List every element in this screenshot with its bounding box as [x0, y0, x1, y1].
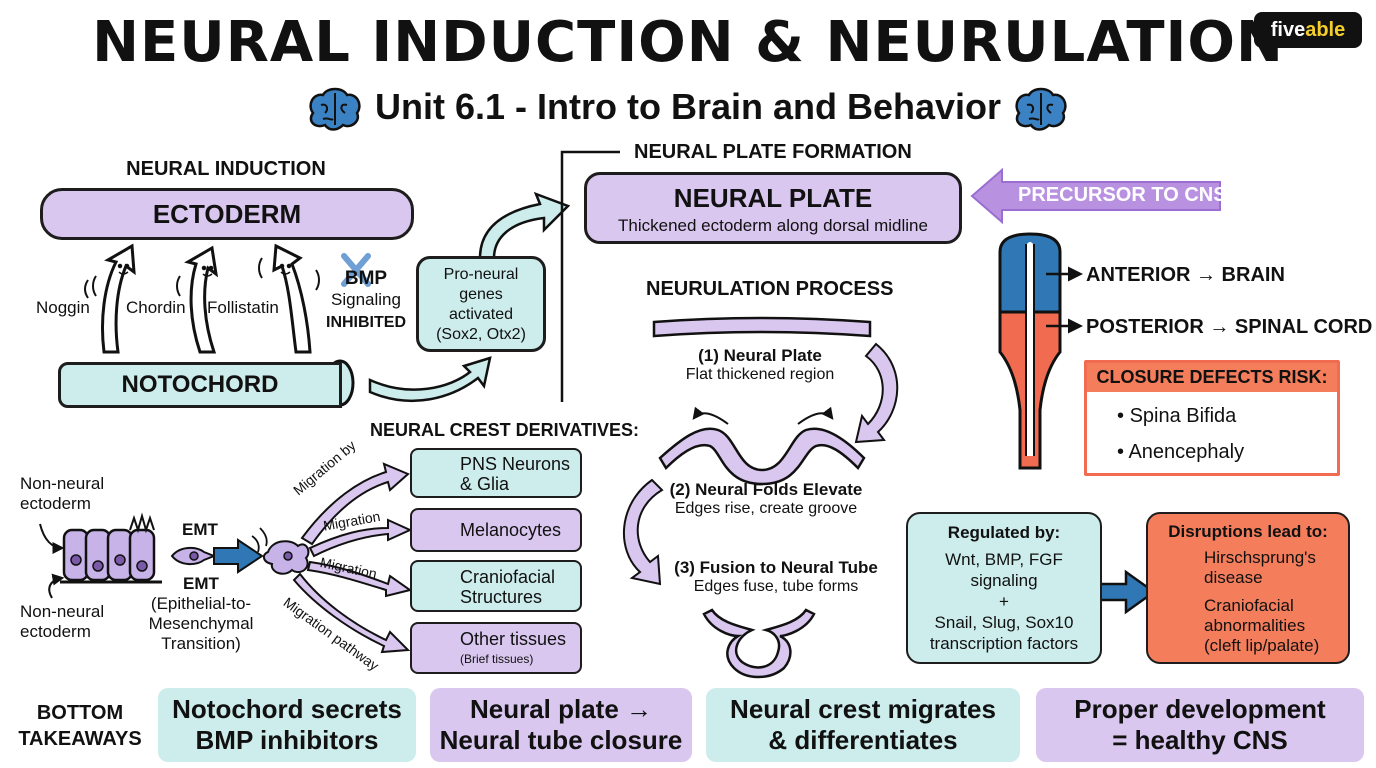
brain-icon	[1015, 88, 1067, 132]
bmp-cross-icon	[341, 253, 371, 287]
takeaway-4: Proper development= healthy CNS	[1036, 688, 1364, 762]
plate-section-title: NEURAL PLATE FORMATION	[634, 141, 912, 163]
closure-title: CLOSURE DEFECTS RISK:	[1087, 363, 1337, 392]
neural-tube-diagram	[998, 232, 1083, 470]
derivative-other: Other tissues (Brief tissues)	[410, 622, 582, 674]
regulated-box: Regulated by: Wnt, BMP, FGF signaling + …	[906, 512, 1102, 664]
step1-to-step2-arrow	[854, 342, 899, 444]
subtitle-text: Unit 6.1 - Intro to Brain and Behavior	[374, 86, 1002, 127]
anterior-label: ANTERIOR → BRAIN	[1086, 264, 1285, 286]
bmp-inhibited-label: BMP Signaling INHIBITED	[326, 268, 406, 331]
step2-to-step3-arrow	[622, 478, 664, 586]
page-title: NEURAL INDUCTION & NEURULATION	[92, 10, 1284, 75]
noggin-label: Noggin	[36, 298, 90, 317]
induction-section-title: NEURAL INDUCTION	[126, 158, 326, 180]
chordin-arrow	[184, 245, 219, 354]
neural-tube-shape	[702, 608, 816, 679]
noggin-arrow	[101, 243, 136, 354]
page-subtitle: Unit 6.1 - Intro to Brain and Behavior	[0, 86, 1376, 132]
crest-section-title: NEURAL CREST DERIVATIVES:	[370, 420, 640, 440]
derivative-melanocytes: Melanocytes	[410, 508, 582, 552]
neural-folds-shape	[658, 427, 866, 486]
precursor-label: PRECURSOR TO CNS	[1018, 184, 1227, 206]
takeaway-3: Neural crest migrates& differentiates	[706, 688, 1020, 762]
derivative-pns: PNS Neurons& Glia	[410, 448, 582, 498]
step-3: (3) Fusion to Neural Tube Edges fuse, tu…	[674, 558, 878, 595]
proneural-to-plate-arrow	[478, 191, 571, 260]
squiggle-marks	[84, 257, 320, 299]
notochord-to-proneural-arrow	[368, 356, 492, 403]
plate-formation-bracket	[560, 150, 620, 402]
step-2: (2) Neural Folds Elevate Edges rise, cre…	[669, 480, 863, 517]
fiveable-logo: fiveable	[1254, 12, 1362, 48]
induction-arrows	[101, 243, 312, 354]
epithelial-cells	[62, 528, 156, 582]
emt-top-label: EMT	[182, 520, 218, 539]
takeaway-2: Neural plate →Neural tube closure	[430, 688, 692, 762]
emt-expansion-label: EMT (Epithelial-to- Mesenchymal Transiti…	[148, 574, 254, 653]
chordin-label: Chordin	[126, 298, 186, 317]
closure-item-spina-bifida: • Spina Bifida	[1117, 405, 1237, 427]
follistatin-arrow	[272, 243, 312, 354]
flat-plate-shape	[652, 316, 872, 338]
emt-arrow	[213, 538, 264, 574]
precursor-arrow	[970, 167, 1221, 225]
arrow-faces	[117, 263, 292, 277]
proneural-box: Pro-neural genes activated (Sox2, Otx2)	[416, 256, 546, 352]
neural-plate-box: NEURAL PLATE Thickened ectoderm along do…	[584, 172, 962, 244]
neurulation-section-title: NEURULATION PROCESS	[646, 278, 894, 300]
closure-defects-box: CLOSURE DEFECTS RISK: • Spina Bifida • A…	[1084, 360, 1340, 476]
follistatin-label: Follistatin	[207, 298, 279, 317]
step-1: (1) Neural Plate Flat thickened region	[685, 346, 835, 383]
ectoderm-box: ECTODERM	[40, 188, 414, 240]
notochord-box: NOTOCHORD	[58, 362, 342, 408]
posterior-label: POSTERIOR → SPINAL CORD	[1086, 316, 1373, 338]
brain-icon	[309, 88, 361, 132]
disruption-arrow	[1096, 569, 1157, 615]
closure-item-anencephaly: • Anencephaly	[1117, 441, 1245, 463]
